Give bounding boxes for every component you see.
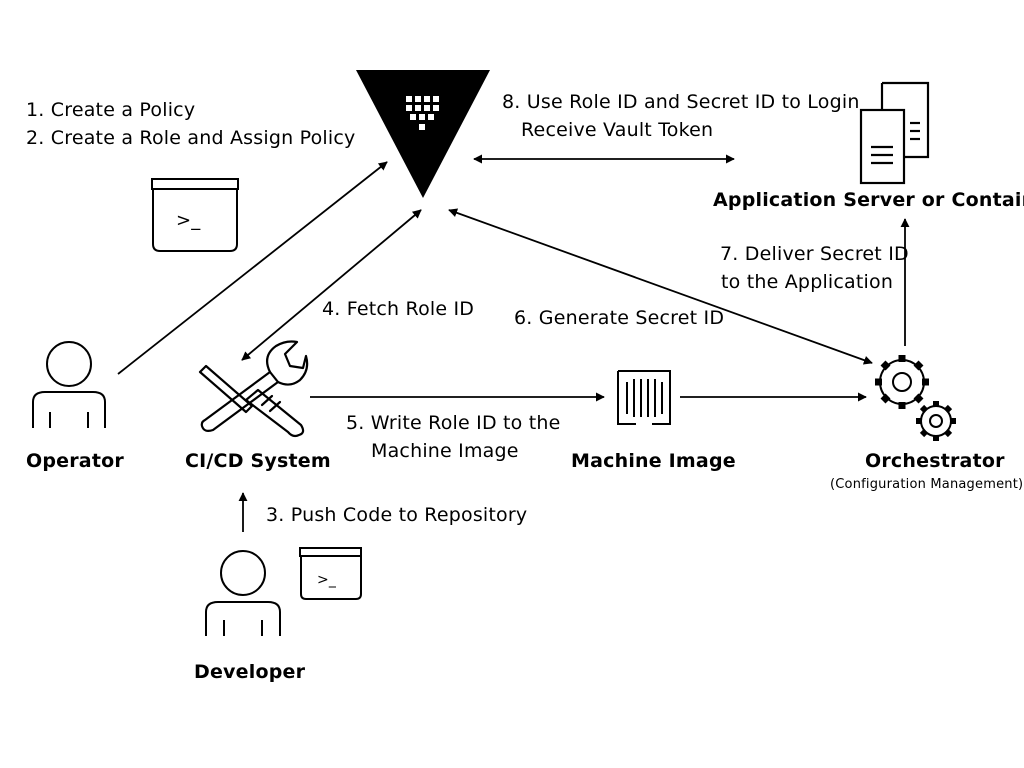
terminal-prompt: >_ [317, 572, 337, 588]
step-create-policy: 1. Create a Policy [26, 99, 196, 121]
step-write-role-2: Machine Image [371, 440, 519, 462]
arrow-vault-orchestrator [448, 208, 873, 365]
terminal-prompt: >_ [176, 210, 201, 231]
server-documents-icon [859, 81, 930, 185]
step-write-role: 5. Write Role ID to the [346, 412, 561, 434]
arrow-cicd-vault [241, 209, 422, 361]
node-orchestrator-sub: (Configuration Management) [830, 477, 1024, 492]
machine-image-icon [617, 370, 671, 425]
node-app-server-label: Application Server or Container [713, 189, 1024, 211]
gears-icon [875, 355, 956, 441]
step-deliver-secret-2: to the Application [721, 271, 894, 293]
step-deliver-secret: 7. Deliver Secret ID [720, 243, 909, 265]
node-orchestrator-label: Orchestrator [865, 450, 1005, 472]
arrow-operator-to-vault [117, 161, 388, 375]
terminal-icon [299, 547, 362, 600]
node-operator-label: Operator [26, 450, 124, 472]
vault-logo-icon [356, 70, 490, 198]
step-receive-token: Receive Vault Token [521, 119, 714, 141]
step-fetch-role: 4. Fetch Role ID [322, 298, 475, 320]
tools-icon [198, 340, 309, 438]
person-icon [32, 341, 106, 428]
node-developer-label: Developer [194, 661, 306, 683]
step-login: 8. Use Role ID and Secret ID to Login [502, 91, 860, 113]
step-create-role: 2. Create a Role and Assign Policy [26, 127, 356, 149]
node-cicd-label: CI/CD System [185, 450, 331, 472]
person-icon [205, 550, 281, 636]
node-machine-image-label: Machine Image [571, 450, 736, 472]
terminal-icon [151, 178, 239, 252]
step-generate-secret: 6. Generate Secret ID [514, 307, 725, 329]
step-push-code: 3. Push Code to Repository [266, 504, 528, 526]
